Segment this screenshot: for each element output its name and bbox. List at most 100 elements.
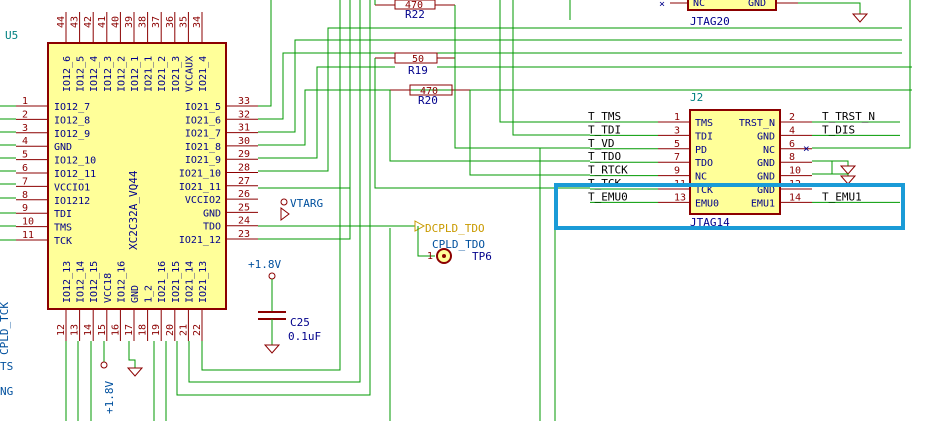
j2-pin-number: 1 (674, 112, 680, 123)
j2-ground-icon-2 (839, 175, 857, 185)
j2-pin-label: GND (757, 172, 775, 183)
resistor-r22: 470 R22 (375, 0, 455, 21)
j2-pin-label: EMU1 (751, 198, 775, 209)
j2-pin-number: 13 (674, 192, 686, 203)
j2-net-label: T_TDI (588, 123, 621, 136)
u5-pin-label: GND (203, 208, 221, 219)
tp6-testpoint: DCPLD_TDO CPLD_TDO 1 TP6 (414, 220, 492, 264)
u5-pin-label: IO12_15 (89, 261, 100, 303)
u5-pin-number: 43 (70, 16, 81, 28)
j2-pin-label: TMS (695, 118, 713, 129)
j2-pin-number: 10 (789, 166, 801, 177)
c25-ref: C25 (290, 316, 310, 329)
j2-ref: J2 (690, 91, 703, 104)
u5-pin-number: 37 (151, 16, 162, 28)
j2-pin-label: TDO (695, 158, 713, 169)
cpld-tdo-label: CPLD_TDO (432, 238, 485, 251)
j2-pin-label: NC (763, 145, 775, 156)
j2-net-label: T_TDO (588, 150, 621, 163)
u5-pin-number: 17 (124, 324, 135, 336)
u5-pin-number: 32 (238, 109, 250, 120)
u5-ground-icon (126, 367, 144, 377)
u5-pin-label: IO21_3 (171, 56, 182, 92)
j2-pin-number: 8 (789, 152, 795, 163)
j2-right-pins: 2TRST_NT_TRST_N4GNDT_DIS6NC8GND10GND12GN… (739, 110, 900, 209)
u5-pin-label: IO21_14 (184, 261, 195, 303)
j2-pin-number: 14 (789, 192, 801, 203)
u5-pin-label: IO21_8 (185, 142, 221, 153)
u5-pin-label: IO21_2 (157, 56, 168, 92)
resistor-r20: 470 R20 (390, 84, 470, 107)
ng-label: NG (0, 385, 13, 398)
u5-pin-label: IO21_5 (185, 102, 221, 113)
u5-pin-number: 20 (165, 324, 176, 336)
jtag20-name: JTAG20 (690, 15, 730, 28)
left-edge-labels: CPLD_TCK TS NG (0, 302, 13, 398)
j2-net-label: T_EMU1 (822, 190, 862, 203)
j2-pin-label: GND (757, 131, 775, 142)
u5-bottom-wires: +1.8V (65, 0, 391, 421)
c25-ground-icon (263, 344, 281, 354)
u5-cpld: U5 XC2C32A_VQ44 1IO12_72IO12_83IO12_94GN… (5, 12, 258, 341)
u5-pin-number: 4 (22, 136, 28, 147)
u5-pin-number: 44 (56, 16, 67, 28)
u5-pin-label: VCC18 (103, 273, 114, 303)
u5-pin-label: IO12_2 (116, 56, 127, 92)
j2-pin-label: TDI (695, 131, 713, 142)
j2-no-connect-icon: × (803, 142, 810, 155)
u5-top-pins: 44IO12_643IO12_542IO12_441IO12_340IO12_2… (56, 12, 209, 92)
u5-pin-number: 12 (56, 324, 67, 336)
j2-pin-label: PD (695, 145, 707, 156)
u5-ref: U5 (5, 29, 18, 42)
u5-pin-label: IO21_10 (179, 169, 221, 180)
u5-pin-number: 27 (238, 176, 250, 187)
j2-pin-label: EMU0 (695, 198, 719, 209)
u5-pin-label: IO21_15 (171, 261, 182, 303)
j2-net-label: T_RTCK (588, 164, 628, 177)
u5-pin-label: VCCAUX (184, 56, 195, 92)
u5-pin-label: TCK (54, 236, 72, 247)
u5-pin-label: IO12_7 (54, 102, 90, 113)
j2-pin-number: 4 (789, 125, 795, 136)
j2-pin-label: NC (695, 172, 707, 183)
u5-pin-number: 19 (151, 324, 162, 336)
u5-pin-label: IO21_7 (185, 129, 221, 140)
u5-pin-label: IO21_12 (179, 235, 221, 246)
j2-pin-number: 2 (789, 112, 795, 123)
u5-right-pins: 33IO21_532IO21_631IO21_730IO21_829IO21_9… (179, 96, 258, 246)
vtarg-port: VTARG (280, 197, 323, 210)
u5-pin-label: IO12_13 (62, 261, 73, 303)
j2-connector: J2 JTAG14 1TMST_TMS3TDIT_TDI5PDT_VD7TDOT… (588, 91, 900, 229)
net-flag-icon (414, 220, 426, 232)
j2-pin-label: GND (757, 158, 775, 169)
ground-symbol-icon (851, 13, 869, 23)
tp6-pin-num: 1 (427, 251, 433, 262)
c25-capacitor: +1.8V C25 0.1uF (248, 258, 321, 354)
u5-pin-label: IO12_16 (116, 261, 127, 303)
u5-pin-number: 7 (22, 176, 28, 187)
u5-pin-number: 41 (97, 16, 108, 28)
j2-name: JTAG14 (690, 216, 730, 229)
u5-pin-label: TMS (54, 223, 72, 234)
u5-pin-label: IO12_9 (54, 129, 90, 140)
j2-net-label: T_VD (588, 137, 615, 150)
j2-pin-number: 3 (674, 125, 680, 136)
highlight-box (554, 183, 905, 230)
u5-pin-number: 35 (178, 16, 189, 28)
u5-pin-number: 25 (238, 202, 250, 213)
vcc18-power-label: +1.8V (103, 381, 116, 414)
u5-pin-number: 14 (83, 324, 94, 336)
u5-pin-label: IO12_3 (103, 56, 114, 92)
u5-part-name: XC2C32A_VQ44 (127, 170, 140, 250)
jtag20-connector: NC GND JTAG20 × (659, 0, 869, 28)
u5-pin-number: 34 (192, 16, 203, 28)
u5-left-pins: 1IO12_72IO12_83IO12_94GND5IO12_106IO12_1… (16, 96, 96, 247)
u5-pin-label: IO21_4 (198, 56, 209, 92)
u5-pin-number: 16 (110, 324, 121, 336)
u5-pin-number: 36 (165, 16, 176, 28)
r20-ref: R20 (418, 94, 438, 107)
u5-left-wires (0, 105, 16, 241)
u5-pin-number: 33 (238, 96, 250, 107)
jtag20-body (687, 0, 777, 11)
